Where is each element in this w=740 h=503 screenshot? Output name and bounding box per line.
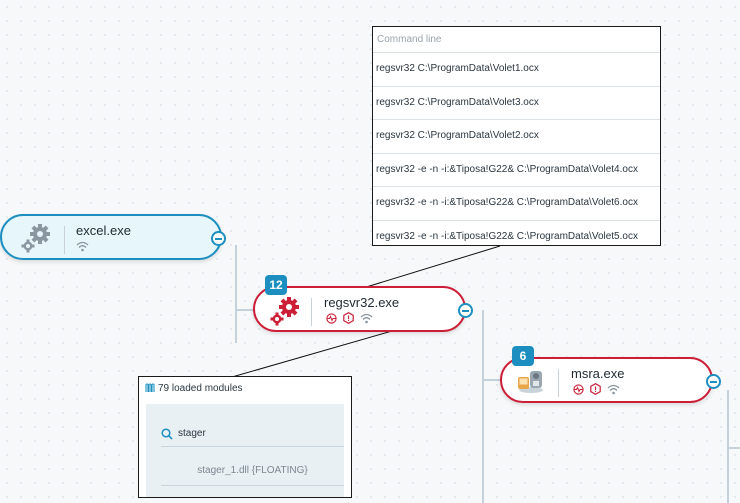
- process-node-regsvr32[interactable]: regsvr32.exe: [253, 286, 473, 332]
- node-status-icons: [573, 383, 620, 395]
- command-line-row[interactable]: regsvr32 -e -n -i:&Tiposa!G22& C:\Progra…: [373, 154, 660, 187]
- command-line-row[interactable]: regsvr32 -e -n -i:&Tiposa!G22& C:\Progra…: [373, 187, 660, 221]
- process-name: regsvr32.exe: [324, 295, 400, 310]
- tree-connector: [235, 245, 237, 343]
- wifi-icon: [607, 384, 620, 394]
- wifi-icon: [76, 241, 89, 252]
- hexagon-alert-icon: [343, 312, 354, 324]
- command-line-row[interactable]: regsvr32 -e -n -i:&Tiposa!G22& C:\Progra…: [376, 230, 638, 242]
- modules-icon: [145, 383, 155, 392]
- loaded-modules-header: 79 loaded modules: [139, 377, 351, 399]
- tree-connector: [482, 310, 484, 503]
- process-node-excel[interactable]: excel.exe: [0, 214, 226, 260]
- command-line-panel: Command line regsvr32 C:\ProgramData\Vol…: [372, 26, 661, 246]
- node-separator: [64, 226, 65, 254]
- command-callout-line: [349, 245, 501, 293]
- command-line-row[interactable]: regsvr32 C:\ProgramData\Volet2.ocx: [373, 120, 660, 154]
- command-line-header: Command line: [373, 27, 660, 53]
- search-icon: [161, 427, 173, 440]
- command-line-row[interactable]: regsvr32 C:\ProgramData\Volet1.ocx: [373, 53, 660, 87]
- module-search-value: stager: [178, 428, 206, 439]
- node-status-icons: [76, 241, 89, 252]
- node-separator: [558, 369, 559, 397]
- tree-connector: [235, 309, 255, 311]
- pulse-icon: [573, 383, 584, 395]
- module-result-row[interactable]: stager_1.dll {FLOATING}: [161, 455, 344, 486]
- gears-icon: [20, 222, 54, 259]
- tree-connector: [727, 447, 740, 449]
- wifi-icon: [360, 313, 373, 323]
- hexagon-alert-icon: [590, 383, 601, 395]
- node-status-icons: [326, 312, 373, 324]
- tree-connector: [727, 390, 729, 503]
- child-count-badge: 6: [512, 346, 534, 366]
- remote-assistance-icon: [514, 367, 546, 400]
- loaded-modules-count: 79 loaded modules: [158, 382, 243, 394]
- tree-connector: [482, 379, 502, 381]
- pulse-icon: [326, 312, 337, 324]
- collapse-button[interactable]: [458, 303, 473, 318]
- child-count-badge: 12: [265, 275, 287, 295]
- collapse-button[interactable]: [211, 231, 226, 246]
- loaded-modules-panel: 79 loaded modules stager stager_1.dll {F…: [138, 376, 352, 498]
- gears-icon: [269, 295, 303, 332]
- module-search-field[interactable]: stager: [161, 421, 344, 447]
- process-name: msra.exe: [571, 366, 625, 381]
- node-separator: [311, 298, 312, 326]
- modules-list: stager stager_1.dll {FLOATING}: [146, 404, 344, 497]
- modules-callout-line: [231, 330, 393, 378]
- command-line-row[interactable]: regsvr32 C:\ProgramData\Volet3.ocx: [373, 87, 660, 120]
- process-name: excel.exe: [76, 223, 131, 238]
- collapse-button[interactable]: [706, 374, 721, 389]
- process-node-msra[interactable]: msra.exe: [500, 357, 721, 403]
